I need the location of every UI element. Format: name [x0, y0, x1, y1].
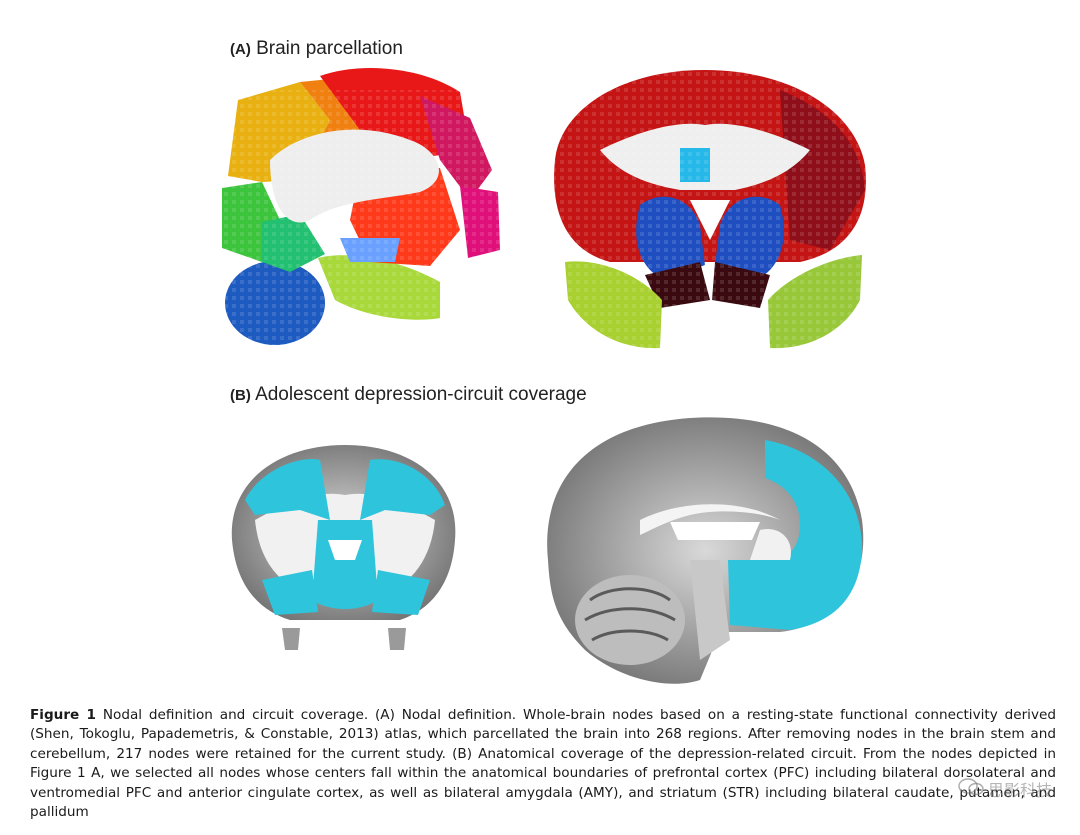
panel-a-title: Brain parcellation [256, 38, 403, 59]
panel-b-label: (B) Adolescent depression-circuit covera… [230, 384, 587, 406]
coronal-parcellation-image [553, 68, 868, 353]
watermark: 思影科技 [958, 777, 1052, 801]
caption-text: Nodal definition and circuit coverage. (… [30, 707, 1056, 821]
sagittal-parcellation-image [220, 68, 505, 350]
panel-b-title: Adolescent depression-circuit coverage [255, 384, 587, 405]
figure-graphics [220, 68, 868, 684]
coronal-coverage-image [231, 445, 456, 650]
figure-caption: Figure 1 Nodal definition and circuit co… [30, 706, 1056, 822]
caption-label: Figure 1 [30, 707, 96, 723]
wechat-icon [958, 777, 984, 801]
sagittal-coverage-image [547, 417, 864, 684]
panel-b-letter: (B) [230, 387, 251, 404]
panel-a-letter: (A) [230, 41, 251, 58]
panel-a-label: (A) Brain parcellation [230, 38, 403, 60]
watermark-text: 思影科技 [987, 781, 1052, 800]
